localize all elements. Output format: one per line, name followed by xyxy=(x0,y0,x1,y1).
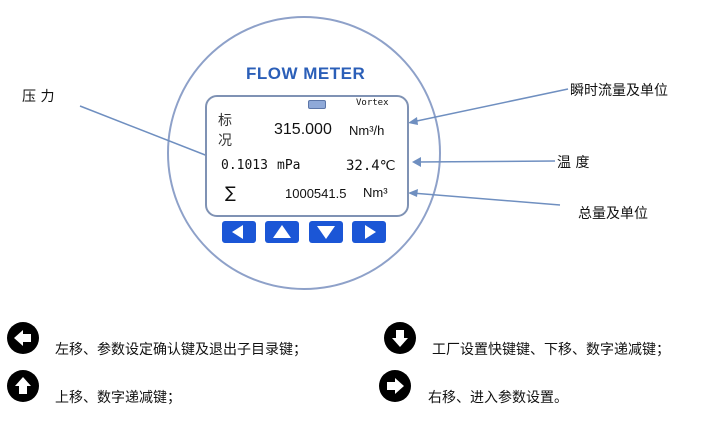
flow-value: 315.000 xyxy=(274,121,332,138)
up-key-description: 上移、数字递减键； xyxy=(55,390,181,406)
pressure-annotation: 压 力 xyxy=(22,89,55,105)
flow-pointer-line xyxy=(411,88,569,123)
up-key-icon xyxy=(7,370,39,402)
total-pointer-line xyxy=(411,192,561,206)
left-button[interactable] xyxy=(222,221,256,243)
total-unit: Nm³ xyxy=(363,185,388,200)
total-symbol: ∑ xyxy=(225,183,236,202)
left-key-description: 左移、参数设定确认键及退出子目录键； xyxy=(55,342,307,358)
total-value: 1000541.5 xyxy=(285,186,347,201)
temperature-value: 32.4℃ xyxy=(346,158,396,174)
down-button[interactable] xyxy=(309,221,343,243)
battery-icon xyxy=(308,100,326,109)
total-pointer-arrowhead xyxy=(408,189,418,197)
up-arrow-icon xyxy=(273,225,291,238)
temperature-pointer-line xyxy=(415,160,556,163)
left-arrow-icon xyxy=(232,225,243,239)
right-button[interactable] xyxy=(352,221,386,243)
lcd-screen xyxy=(205,95,409,217)
condition-label-top: 标 xyxy=(218,113,232,129)
pressure-pointer-line xyxy=(79,105,219,161)
condition-label-bottom: 况 xyxy=(218,133,232,149)
total-annotation: 总量及单位 xyxy=(578,206,648,222)
right-key-icon xyxy=(379,370,411,402)
down-arrow-icon xyxy=(317,226,335,239)
meter-face-circle xyxy=(167,16,441,290)
meter-title: FLOW METER xyxy=(246,64,366,83)
instant-flow-annotation: 瞬时流量及单位 xyxy=(570,83,668,99)
flow-pointer-arrowhead xyxy=(408,117,418,125)
down-key-icon xyxy=(384,322,416,354)
right-key-description: 右移、进入参数设置。 xyxy=(428,390,568,406)
down-key-description: 工厂设置快键键、下移、数字递减键； xyxy=(432,342,670,358)
left-key-icon xyxy=(7,322,39,354)
up-button[interactable] xyxy=(265,221,299,243)
temperature-annotation: 温 度 xyxy=(557,155,590,171)
pressure-unit: mPa xyxy=(277,158,301,173)
sensor-type-label: Vortex xyxy=(356,98,389,108)
right-arrow-icon xyxy=(365,225,376,239)
pressure-value: 0.1013 xyxy=(221,158,268,173)
temperature-pointer-arrowhead xyxy=(412,157,421,167)
flow-unit: Nm³/h xyxy=(349,123,385,138)
